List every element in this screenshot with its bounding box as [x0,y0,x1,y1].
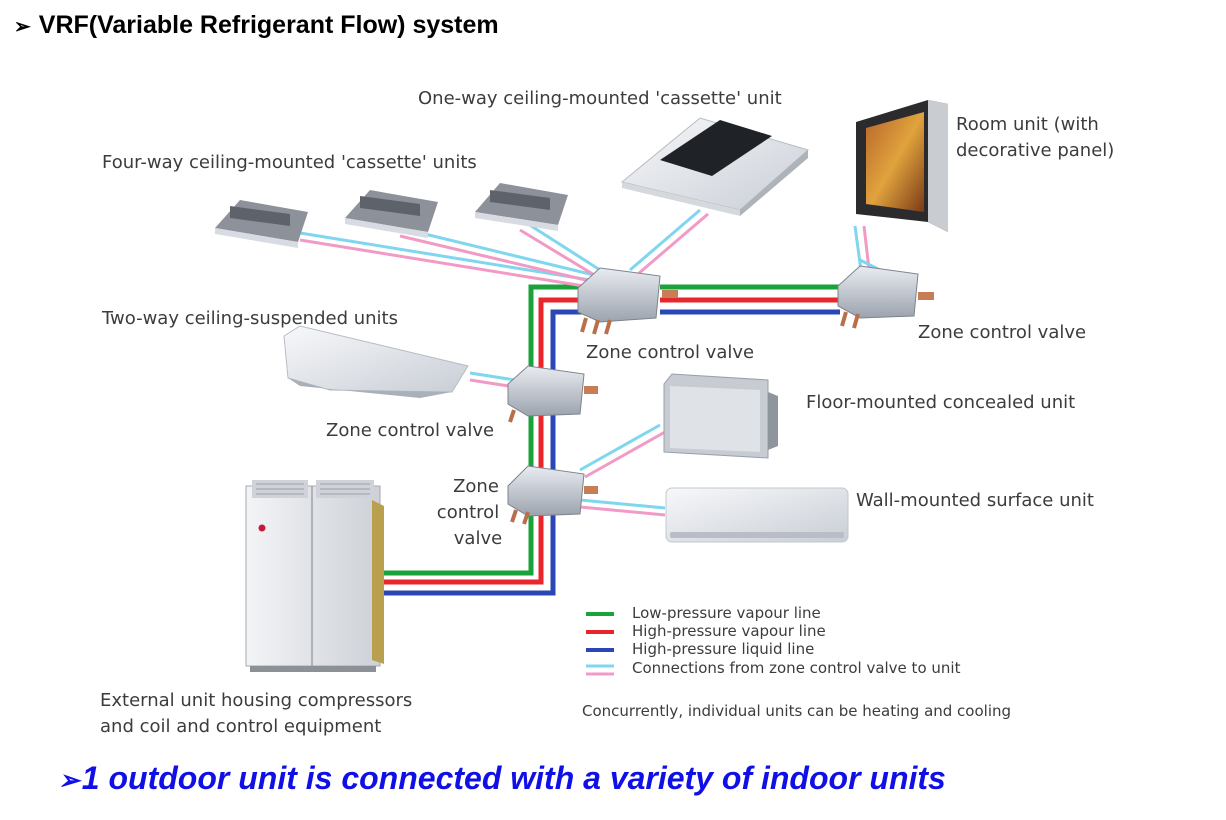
high-pressure-vapour-line [380,297,598,585]
vrf-diagram: One-way ceiling-mounted 'cassette' unit … [100,88,1114,737]
wall-mounted-surface-unit [665,487,849,543]
label-one-way-cassette: One-way ceiling-mounted 'cassette' unit [418,88,782,109]
slide-title: ➢ VRF(Variable Refrigerant Flow) system [14,11,499,40]
legend-label-connections: Connections from zone control valve to u… [632,659,961,677]
label-zone-valve-lower-line2: control [437,502,499,523]
low-pressure-vapour-line [380,284,598,576]
label-zone-valve-lower-line3: valve [454,528,502,549]
four-way-cassette-units [215,183,568,248]
four-way-cassette-2 [345,190,438,238]
label-two-way-suspended: Two-way ceiling-suspended units [101,308,398,329]
room-unit-decorative [856,100,948,232]
refrigerant-lines [380,284,840,596]
legend: Low-pressure vapour line High-pressure v… [586,604,961,677]
outdoor-unit [245,480,384,672]
zone-control-valve-right [837,265,934,329]
label-floor-concealed: Floor-mounted concealed unit [806,392,1075,413]
label-zone-valve-center: Zone control valve [586,342,754,363]
summary-note: ➢1 outdoor unit is connected with a vari… [58,760,946,797]
label-external-unit-line2: and coil and control equipment [100,716,381,737]
four-way-cassette-3 [475,183,568,231]
label-external-unit-line1: External unit housing compressors [100,690,412,711]
brand-logo-icon [258,524,266,532]
label-four-way-cassette: Four-way ceiling-mounted 'cassette' unit… [102,152,477,173]
four-way-cassette-1 [215,200,308,248]
slide-title-text: VRF(Variable Refrigerant Flow) system [38,11,499,39]
label-zone-valve-left: Zone control valve [326,420,494,441]
summary-note-text: 1 outdoor unit is connected with a varie… [81,760,946,796]
label-concurrently: Concurrently, individual units can be he… [582,702,1011,720]
label-room-unit-line2: decorative panel) [956,140,1114,161]
high-pressure-liquid-line [380,309,598,596]
arrow-bullet-icon: ➢ [14,16,31,38]
label-room-unit-line1: Room unit (with [956,114,1099,135]
label-wall-mounted: Wall-mounted surface unit [856,490,1094,511]
legend-label-high-pressure-vapour: High-pressure vapour line [632,622,826,640]
label-zone-valve-lower-line1: Zone [453,476,499,497]
label-zone-valve-right: Zone control valve [918,322,1086,343]
one-way-cassette-unit [620,117,810,216]
floor-mounted-concealed-unit [663,373,778,459]
arrow-bullet-icon: ➢ [58,765,80,795]
zone-control-valve-center [577,267,678,335]
zone-control-valve-lower [507,465,598,525]
legend-label-high-pressure-liquid: High-pressure liquid line [632,640,814,658]
zone-control-valve-left [507,365,598,423]
two-way-ceiling-suspended-unit [283,325,469,398]
unit-connection-lines [299,208,881,517]
legend-label-low-pressure-vapour: Low-pressure vapour line [632,604,821,622]
